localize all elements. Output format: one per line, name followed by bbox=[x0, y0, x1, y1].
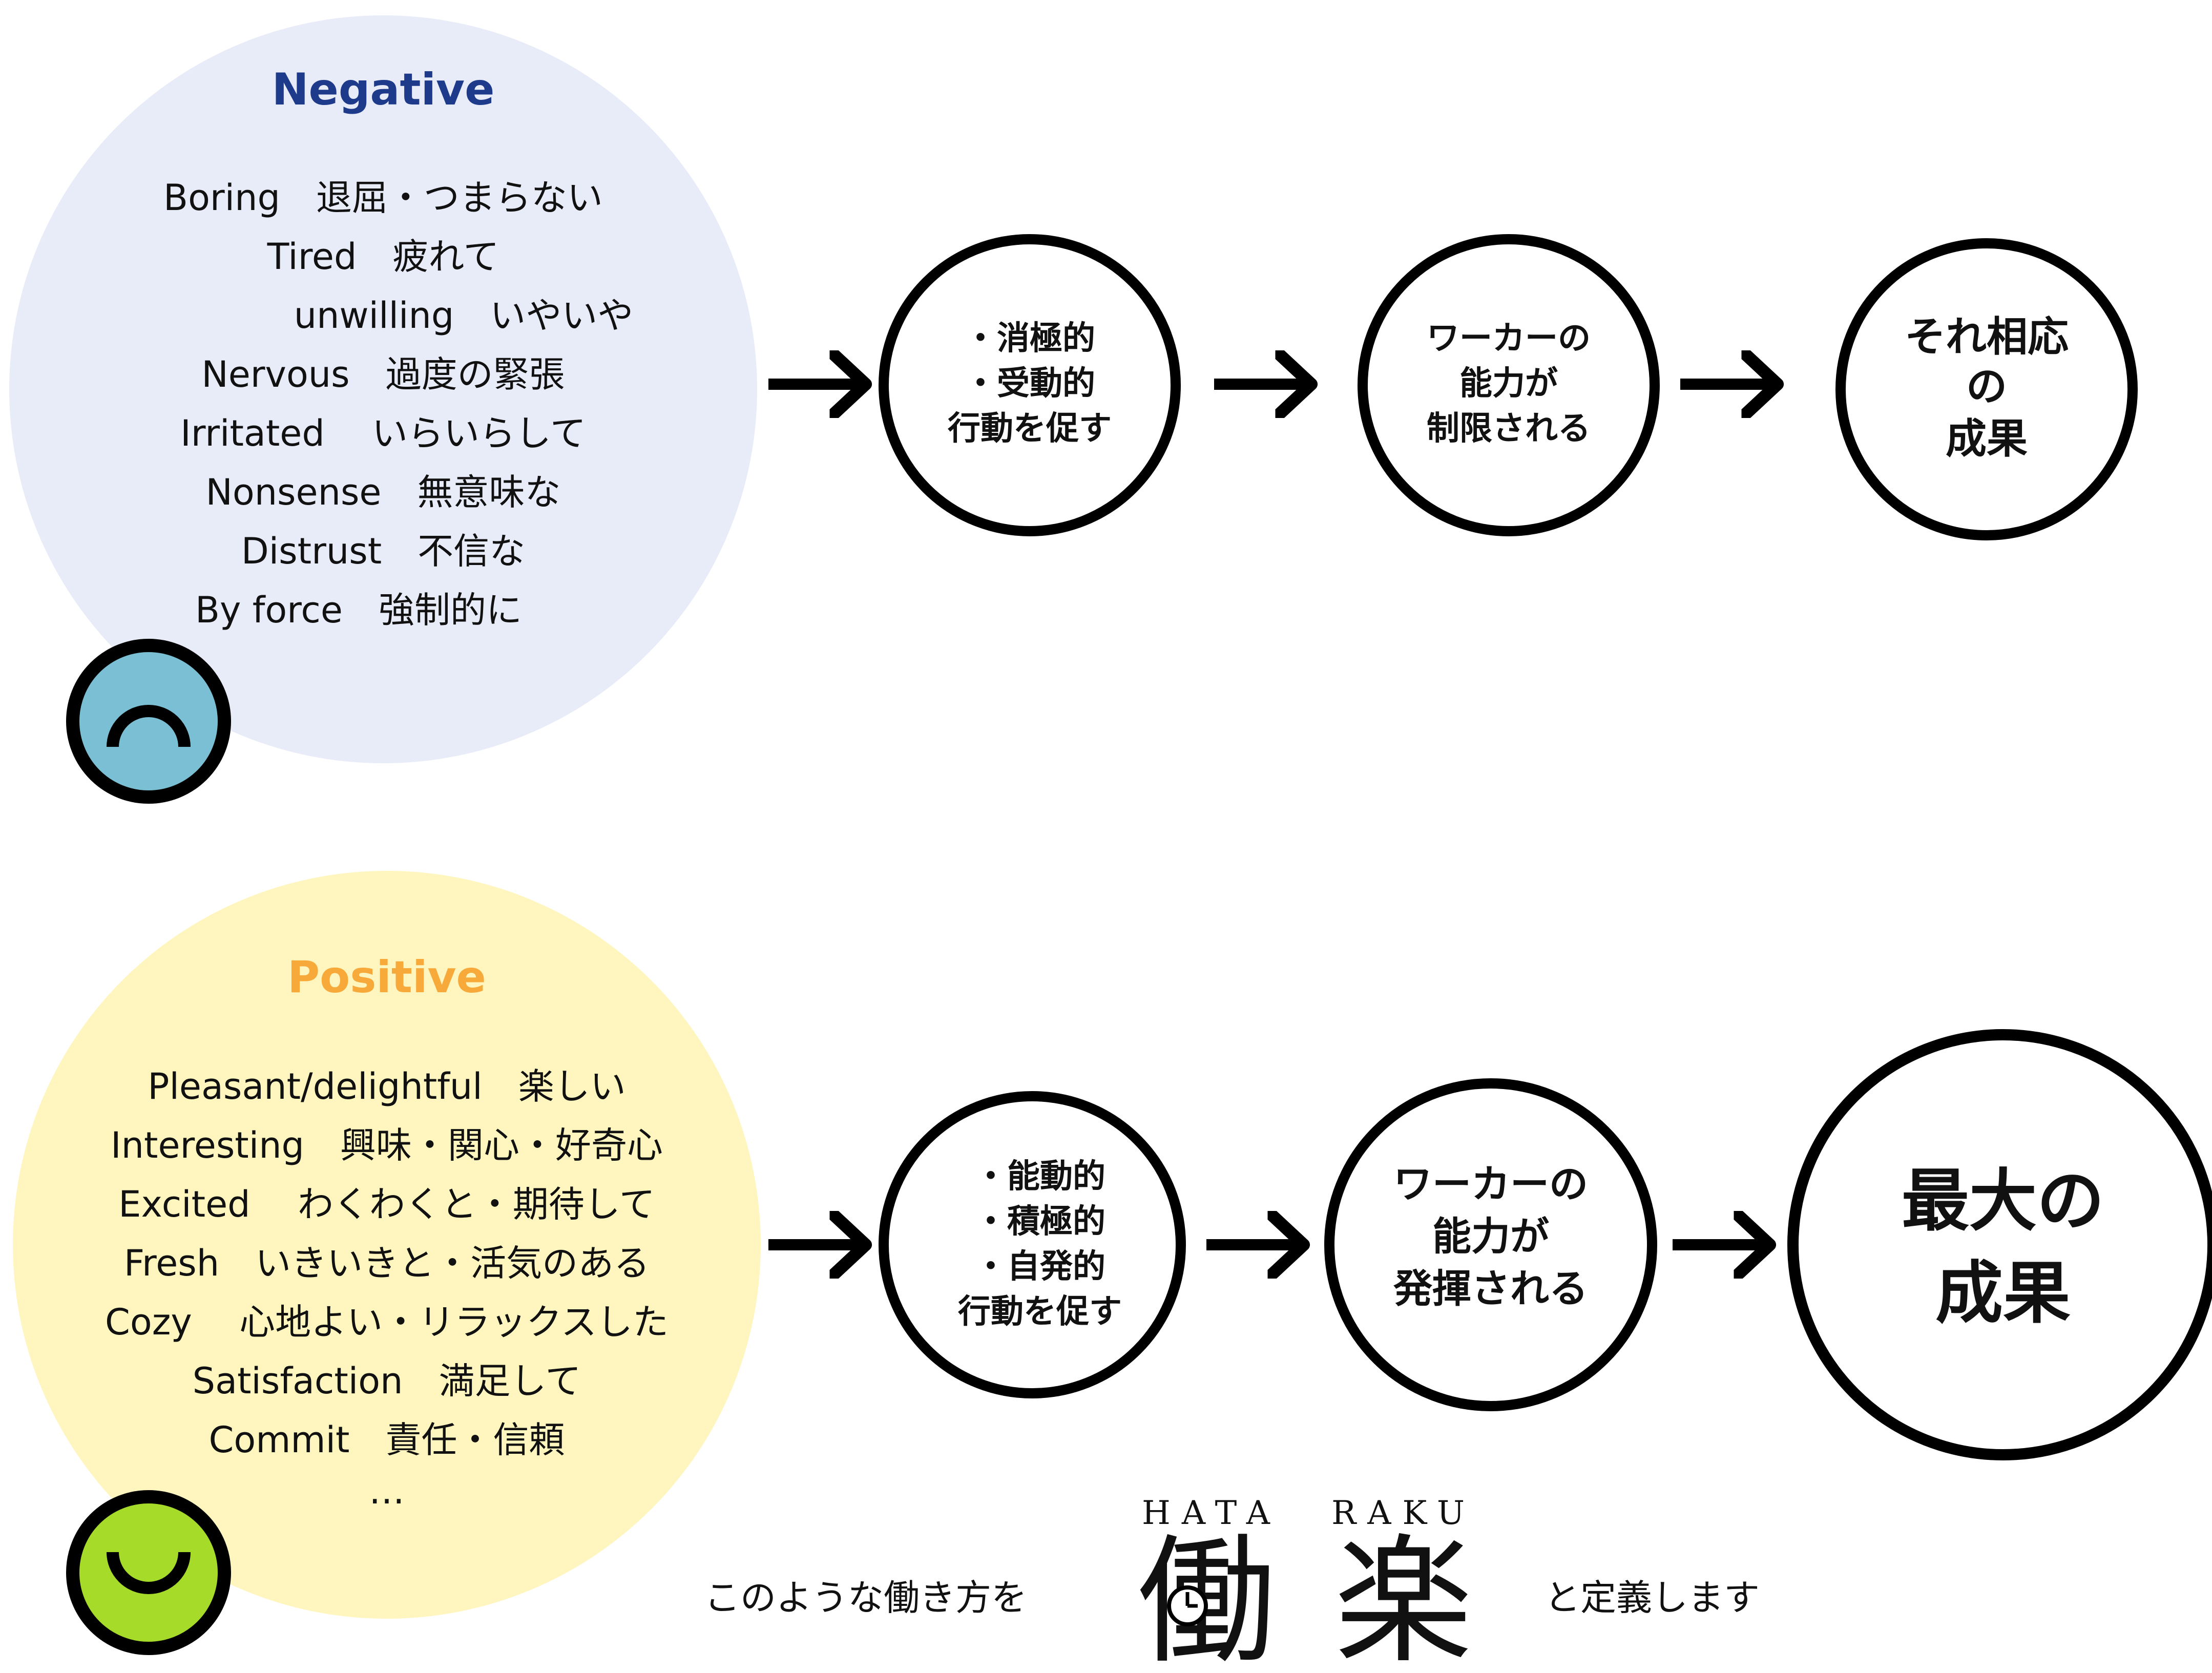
negative-title: Negative bbox=[272, 64, 495, 115]
node-text: それ相応 bbox=[1905, 313, 2069, 361]
positive-mood-line: Commit 責任・信頼 bbox=[209, 1419, 565, 1461]
positive-bubble bbox=[13, 871, 761, 1619]
node-text: 能力が bbox=[1459, 365, 1558, 403]
reading-raku: RAKU bbox=[1331, 1494, 1476, 1532]
node-text: ・自発的 bbox=[974, 1248, 1105, 1286]
positive-title: Positive bbox=[287, 952, 486, 1003]
negative-mood-line: By force 強制的に bbox=[195, 589, 522, 631]
positive-mood-line: … bbox=[369, 1470, 405, 1512]
negative-mood-line: Boring 退屈・つまらない bbox=[163, 177, 603, 219]
hataraku-logo: 働 楽 bbox=[1137, 1521, 1473, 1673]
logo-kanji-hataraku-ease: 楽 bbox=[1334, 1521, 1473, 1673]
node-text: ・能動的 bbox=[974, 1158, 1105, 1196]
negative-section: Negative Boring 退屈・つまらない Tired 疲れて unwil… bbox=[9, 15, 2138, 804]
node-text: の bbox=[1966, 363, 2007, 410]
node-text: 発揮される bbox=[1393, 1266, 1588, 1311]
node-text: 最大の bbox=[1902, 1162, 2104, 1241]
node-text: ・消極的 bbox=[964, 320, 1095, 358]
footer-prefix: このような働き方を bbox=[704, 1577, 1027, 1619]
positive-mood-line: Excited わくわくと・期待して bbox=[118, 1183, 655, 1225]
negative-mood-line: Nervous 過度の緊張 bbox=[201, 353, 565, 395]
node-text: 能力が bbox=[1432, 1214, 1549, 1259]
positive-section: Positive Pleasant/delightful 楽しい Interes… bbox=[13, 871, 2212, 1655]
node-text: ワーカーの bbox=[1393, 1161, 1588, 1207]
positive-mood-line: Fresh いきいきと・活気のある bbox=[124, 1242, 650, 1284]
negative-flow-node-ability bbox=[1358, 234, 1660, 536]
footer-suffix: と定義します bbox=[1545, 1577, 1760, 1619]
negative-flow-node-behavior bbox=[879, 234, 1181, 536]
negative-flow-node-result bbox=[1835, 238, 2138, 540]
negative-mood-line: Irritated いらいらして bbox=[180, 412, 586, 454]
clock-icon bbox=[1167, 1585, 1208, 1626]
node-text: 行動を促す bbox=[958, 1293, 1122, 1331]
node-text: ワーカーの bbox=[1427, 320, 1591, 358]
node-text: 行動を促す bbox=[948, 410, 1112, 448]
negative-mood-line: unwilling いやいや bbox=[294, 295, 634, 337]
positive-mood-line: Interesting 興味・関心・好奇心 bbox=[111, 1124, 663, 1166]
node-text: 成果 bbox=[1946, 415, 2028, 463]
positive-mood-line: Satisfaction 満足して bbox=[193, 1360, 581, 1402]
sad-face-icon bbox=[66, 639, 231, 804]
positive-mood-line: Pleasant/delightful 楽しい bbox=[148, 1065, 625, 1107]
logo-kanji-hataraku-work: 働 bbox=[1137, 1521, 1276, 1673]
positive-flow-node-result bbox=[1787, 1029, 2212, 1460]
negative-mood-line: Tired 疲れて bbox=[267, 236, 499, 278]
positive-mood-line: Cozy 心地よい・リラックスした bbox=[105, 1301, 669, 1343]
node-text: 成果 bbox=[1935, 1254, 2071, 1333]
negative-mood-line: Nonsense 無意味な bbox=[206, 471, 561, 513]
node-text: ・積極的 bbox=[974, 1203, 1105, 1241]
reading-hata: HATA bbox=[1142, 1494, 1281, 1532]
node-text: ・受動的 bbox=[964, 365, 1095, 403]
positive-flow-node-behavior bbox=[879, 1091, 1186, 1398]
positive-flow-node-ability bbox=[1324, 1078, 1657, 1411]
negative-mood-line: Distrust 不信な bbox=[241, 530, 525, 572]
negative-bubble bbox=[9, 15, 757, 763]
happy-face-icon bbox=[66, 1490, 231, 1655]
definition-footer: このような働き方を HATA RAKU 働 楽 と定義します bbox=[704, 1494, 1760, 1673]
node-text: 制限される bbox=[1427, 410, 1591, 448]
